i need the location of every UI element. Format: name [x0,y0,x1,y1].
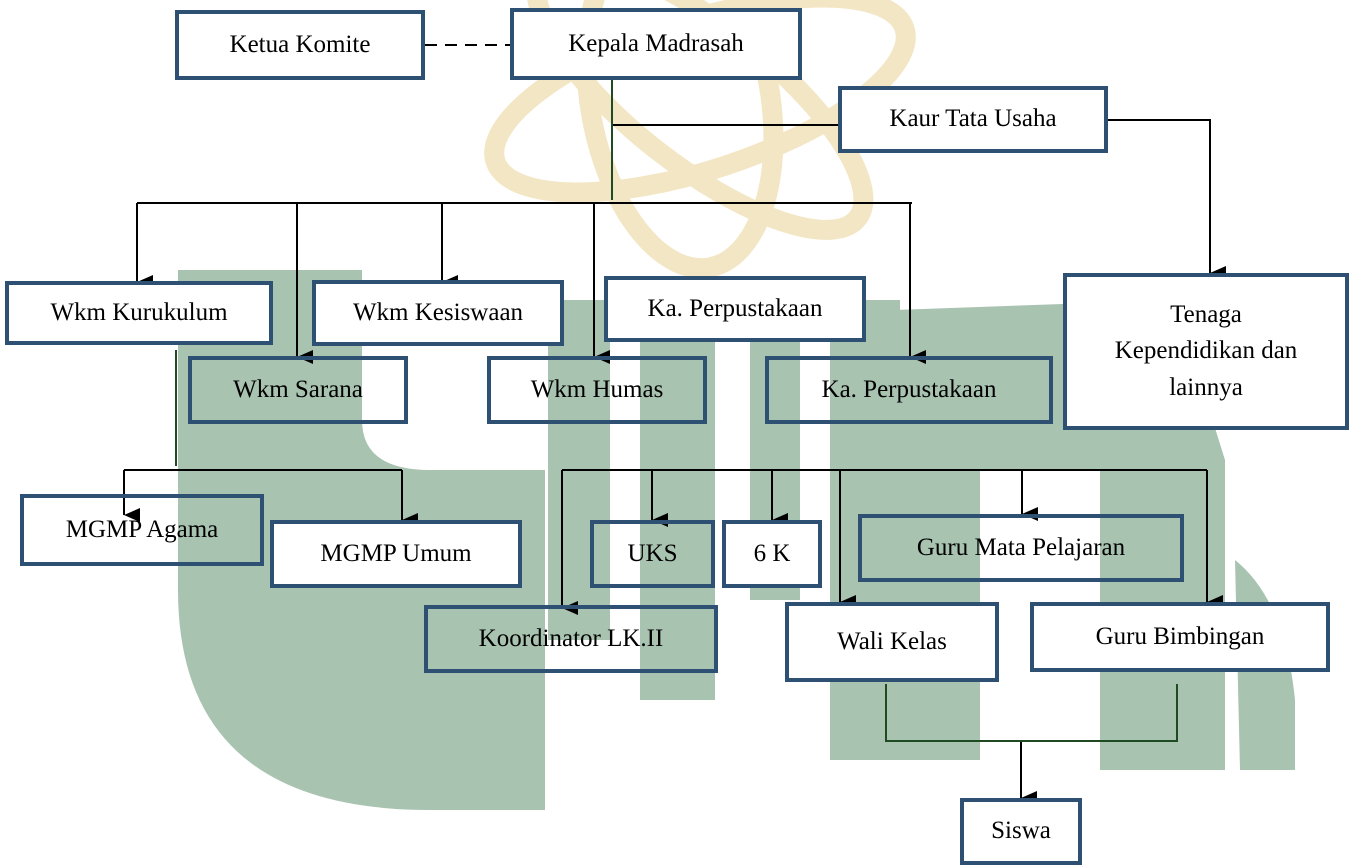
wkm-kesiswaan-label: Wkm Kesiswaan [352,298,524,326]
kepala-madrasah-label: Kepala Madrasah [568,29,744,57]
ketua-komite-box: Ketua Komite [175,10,425,80]
mgmp-agama-box: MGMP Agama [20,494,264,566]
kaur-tata-usaha-box: Kaur Tata Usaha [838,86,1108,153]
guru-mata-pelajaran-label: Guru Mata Pelajaran [916,533,1126,561]
tenaga-kependidikan-label: Tenaga Kependidikan dan lainnya [1114,301,1298,401]
wkm-sarana-label: Wkm Sarana [233,375,363,403]
ka-perpustakaan-top-box: Ka. Perpustakaan [604,276,866,342]
wkm-sarana-box: Wkm Sarana [188,356,408,424]
mgmp-agama-label: MGMP Agama [65,515,219,543]
guru-bimbingan-label: Guru Bimbingan [1095,622,1265,650]
siswa-box: Siswa [960,798,1082,865]
kepala-madrasah-box: Kepala Madrasah [510,8,802,80]
mgmp-umum-box: MGMP Umum [270,520,522,588]
guru-bimbingan-box: Guru Bimbingan [1030,602,1330,672]
koordinator-lk-label: Koordinator LK.II [478,624,664,652]
ketua-komite-label: Ketua Komite [229,30,371,58]
wkm-humas-label: Wkm Humas [530,375,664,403]
wali-kelas-box: Wali Kelas [785,602,999,682]
koordinator-lk-box: Koordinator LK.II [424,605,718,673]
wkm-kurikulum-label: Wkm Kurukulum [50,298,228,326]
wkm-humas-box: Wkm Humas [487,356,707,424]
ka-perpustakaan-top-label: Ka. Perpustakaan [647,294,823,322]
ka-perpustakaan-bottom-label: Ka. Perpustakaan [821,375,997,403]
wkm-kurikulum-box: Wkm Kurukulum [5,281,273,345]
siswa-label: Siswa [991,817,1051,845]
mgmp-umum-label: MGMP Umum [320,539,472,567]
six-k-label: 6 K [753,539,791,567]
tenaga-kependidikan-box: Tenaga Kependidikan dan lainnya [1063,273,1349,430]
uks-box: UKS [590,520,715,588]
wali-kelas-label: Wali Kelas [837,627,947,655]
ka-perpustakaan-bottom-box: Ka. Perpustakaan [765,356,1053,424]
guru-mata-pelajaran-box: Guru Mata Pelajaran [858,514,1184,582]
uks-label: UKS [627,539,678,567]
wkm-kesiswaan-box: Wkm Kesiswaan [312,280,564,346]
six-k-box: 6 K [722,520,822,588]
kaur-tata-usaha-label: Kaur Tata Usaha [889,105,1057,133]
